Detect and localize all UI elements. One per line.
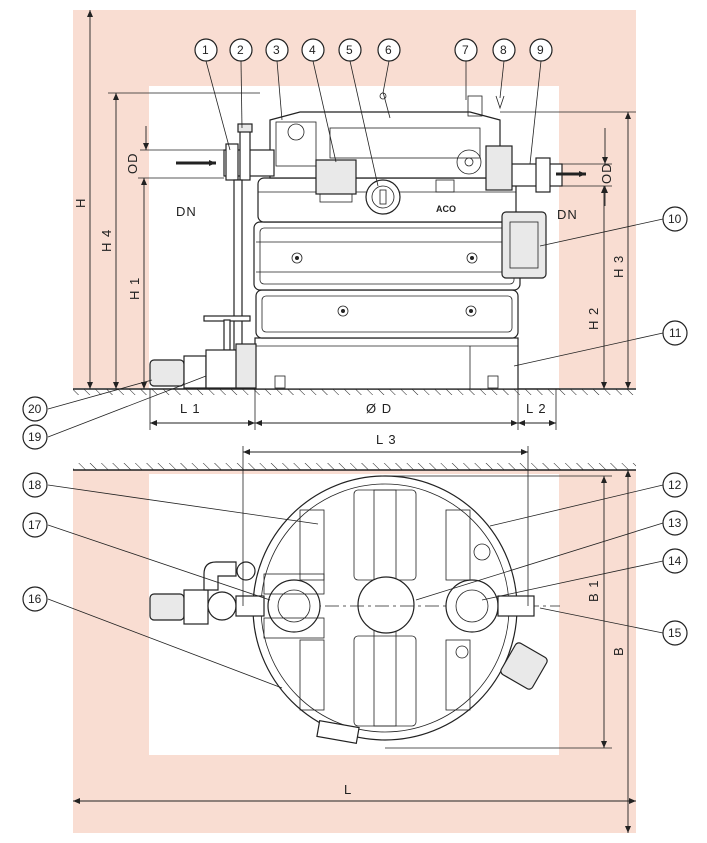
dim-L3: L 3 xyxy=(376,432,397,447)
svg-text:18: 18 xyxy=(28,478,42,492)
callout-14: 14 xyxy=(662,548,688,574)
dim-L1: L 1 xyxy=(180,401,201,416)
callout-6: 6 xyxy=(377,38,401,62)
callout-9: 9 xyxy=(529,38,553,62)
side-floor-hatch xyxy=(73,389,636,395)
svg-text:19: 19 xyxy=(28,430,42,444)
callout-2: 2 xyxy=(229,38,253,62)
plan-hand-pump-motor xyxy=(149,593,185,621)
svg-text:6: 6 xyxy=(385,43,392,57)
dim-OD-diameter: Ø D xyxy=(366,401,392,416)
callout-20: 20 xyxy=(22,396,48,422)
callout-16: 16 xyxy=(22,586,48,612)
plan-view: L 3 B 1 B L xyxy=(47,432,664,833)
callout-17: 17 xyxy=(22,512,48,538)
inspection-window xyxy=(365,179,401,215)
svg-text:5: 5 xyxy=(346,43,353,57)
dim-L2: L 2 xyxy=(526,401,547,416)
svg-text:20: 20 xyxy=(28,402,42,416)
dim-H2: H 2 xyxy=(586,307,601,330)
dim-DN-right: DN xyxy=(557,207,578,222)
svg-text:17: 17 xyxy=(28,518,42,532)
suction-pipe xyxy=(233,179,243,351)
left-pump-chamber xyxy=(267,579,321,633)
callout-10: 10 xyxy=(662,206,688,232)
callout-12: 12 xyxy=(662,472,688,498)
dim-B: B xyxy=(611,646,626,656)
plan-right-motor xyxy=(500,642,548,690)
dim-DN-left: DN xyxy=(176,204,197,219)
callout-1: 1 xyxy=(194,38,218,62)
callout-19: 19 xyxy=(22,424,48,450)
svg-text:8: 8 xyxy=(500,43,507,57)
svg-text:13: 13 xyxy=(668,516,682,530)
callout-4: 4 xyxy=(301,38,325,62)
svg-text:15: 15 xyxy=(668,626,682,640)
svg-text:4: 4 xyxy=(309,43,316,57)
callout-3: 3 xyxy=(265,38,289,62)
callout-13: 13 xyxy=(662,510,688,536)
dim-H1: H 1 xyxy=(127,277,142,300)
callout-8: 8 xyxy=(492,38,516,62)
callout-7: 7 xyxy=(454,38,478,62)
svg-text:9: 9 xyxy=(537,43,544,57)
dim-H4: H 4 xyxy=(99,229,114,252)
hand-pump-motor xyxy=(149,359,185,387)
side-callouts: 1 2 3 4 5 6 7 8 9 10 11 20 19 xyxy=(22,38,688,450)
callout-18: 18 xyxy=(22,472,48,498)
svg-text:14: 14 xyxy=(668,554,682,568)
dim-OD-right: OD xyxy=(599,163,614,185)
dim-B1: B 1 xyxy=(586,579,601,602)
dim-L: L xyxy=(344,782,352,797)
side-view: ACO H xyxy=(47,10,664,438)
svg-text:12: 12 xyxy=(668,478,682,492)
svg-text:16: 16 xyxy=(28,592,42,606)
plan-callouts: 18 17 16 12 13 14 15 xyxy=(22,472,688,646)
svg-text:3: 3 xyxy=(273,43,280,57)
plan-wall-hatch xyxy=(73,463,636,470)
aco-logo: ACO xyxy=(436,204,456,214)
control-box xyxy=(315,159,357,195)
svg-text:1: 1 xyxy=(202,43,209,57)
svg-text:11: 11 xyxy=(669,326,682,340)
callout-15: 15 xyxy=(662,620,688,646)
tank-ring-lower xyxy=(255,289,519,339)
callout-5: 5 xyxy=(338,38,362,62)
dim-H: H xyxy=(73,198,88,208)
dim-H3: H 3 xyxy=(611,255,626,278)
tank-ring-middle xyxy=(253,221,521,291)
svg-text:10: 10 xyxy=(668,212,682,226)
callout-11: 11 xyxy=(662,320,688,346)
center-column xyxy=(357,576,415,634)
dim-OD-left: OD xyxy=(125,153,140,175)
svg-text:2: 2 xyxy=(237,43,244,57)
svg-text:7: 7 xyxy=(462,43,469,57)
